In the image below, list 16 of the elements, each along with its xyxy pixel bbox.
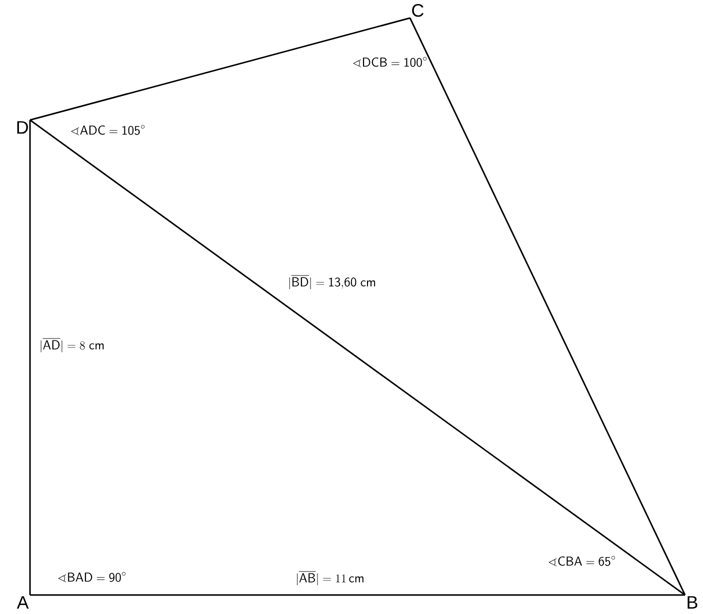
angle-label: $\sphericalangle\mathsf{CBA} = \mathsf{65}^\circ$: [548, 556, 616, 566]
angle-label: $\sphericalangle\mathsf{DCB} = \mathsf{100}^\circ$: [353, 56, 427, 68]
side-line: [30, 594, 685, 596]
side-line: [30, 119, 686, 596]
vertex-label: A: [16, 596, 29, 609]
side-line: [30, 17, 410, 121]
vertex-label: D: [17, 121, 28, 134]
vertex-label: C: [412, 4, 424, 17]
vertex-label: B: [688, 596, 698, 609]
edge-label: $\lvert\overline{\mathsf{AB}}\rvert = 11\,\mathsf{cm}$: [294, 570, 366, 586]
side-line: [29, 120, 31, 595]
side-line: [409, 18, 686, 596]
edge-label: $\lvert\overline{\mathsf{BD}}\rvert = \mathsf{13{,}60\ cm}$: [286, 274, 378, 290]
angle-label: $\sphericalangle\mathsf{BAD} = \mathsf{90}^\circ$: [58, 572, 126, 582]
edge-label: $\lvert\overline{\mathsf{AD}}\rvert = 8\ \mathsf{cm}$: [38, 336, 106, 354]
angle-label: $\sphericalangle\mathsf{ADC} = \mathsf{105}^\circ$: [71, 124, 145, 136]
